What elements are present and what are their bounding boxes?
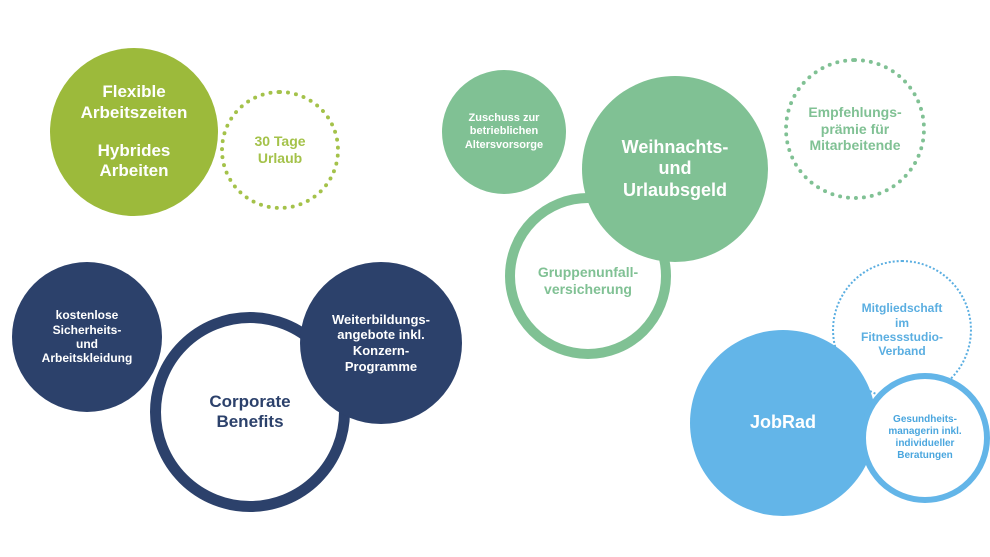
bubble-text: managerin inkl.	[888, 426, 962, 437]
bubble-text: versicherung	[544, 281, 632, 297]
bubble-text: JobRad	[749, 412, 816, 433]
bubble-text: Arbeitskleidung	[41, 351, 133, 366]
bubble-text: und	[76, 337, 98, 351]
benefit-vacation-bubble: 30 Tage Urlaub	[220, 90, 340, 210]
bubble-text: individueller	[895, 438, 955, 449]
bubble-text: Arbeitszeiten	[80, 102, 188, 122]
bubble-text: Empfehlungs-	[808, 103, 902, 120]
bubble-text: 30 Tage	[254, 133, 306, 150]
bubble-text: Zuschuss zur	[468, 112, 540, 125]
benefit-flexible-work-bubble: Flexible Arbeitszeiten Hybrides Arbeiten	[50, 48, 218, 216]
bubble-text: prämie für	[820, 120, 890, 137]
benefit-training-programs-bubble: Weiterbildungs- angebote inkl. Konzern- …	[300, 262, 462, 424]
bubble-text: Gesundheits-	[893, 414, 957, 425]
bubble-text: Flexible	[102, 82, 166, 102]
bubble-text: Fitnessstudio-	[860, 330, 943, 344]
bubble-text: Programme	[344, 358, 418, 374]
bubble-text: Hybrides	[97, 141, 171, 160]
benefit-referral-bonus-bubble: Empfehlungs- prämie für Mitarbeitende	[784, 58, 926, 200]
bubble-text: Benefits	[216, 412, 284, 431]
bubble-text: Corporate	[209, 391, 291, 411]
bubble-text: angebote inkl.	[337, 327, 425, 343]
bubble-text: Weiterbildungs-	[332, 311, 430, 327]
bubble-text: Verband	[878, 344, 926, 359]
bubble-text: Altersvorsorge	[464, 138, 544, 151]
bubble-text: und	[658, 158, 692, 179]
benefit-jobrad-bubble: JobRad	[690, 330, 876, 516]
bubble-text: Beratungen	[897, 450, 953, 461]
bubble-text: Mitarbeitende	[809, 137, 901, 154]
bubble-text: Arbeiten	[99, 161, 169, 181]
benefit-health-manager-bubble: Gesundheits- managerin inkl. individuell…	[860, 373, 990, 503]
bubble-text: kostenlose	[55, 308, 119, 323]
bubble-text: Gruppenunfall-	[537, 264, 639, 281]
bubble-text: Weihnachts-	[621, 136, 729, 157]
bubble-text: Mitgliedschaft	[861, 301, 943, 316]
bubble-text: betrieblichen	[469, 125, 539, 138]
benefit-pension-subsidy-bubble: Zuschuss zur betrieblichen Altersvorsorg…	[442, 70, 566, 194]
bubble-text: Konzern-	[352, 343, 410, 358]
benefit-work-clothing-bubble: kostenlose Sicherheits- und Arbeitskleid…	[12, 262, 162, 412]
benefit-christmas-vacation-pay-bubble: Weihnachts- und Urlaubsgeld	[582, 76, 768, 262]
bubble-text: Urlaub	[257, 150, 303, 166]
bubble-text: Sicherheits-	[52, 322, 122, 337]
bubble-text: im	[894, 315, 909, 330]
bubble-text: Urlaubsgeld	[622, 179, 728, 200]
